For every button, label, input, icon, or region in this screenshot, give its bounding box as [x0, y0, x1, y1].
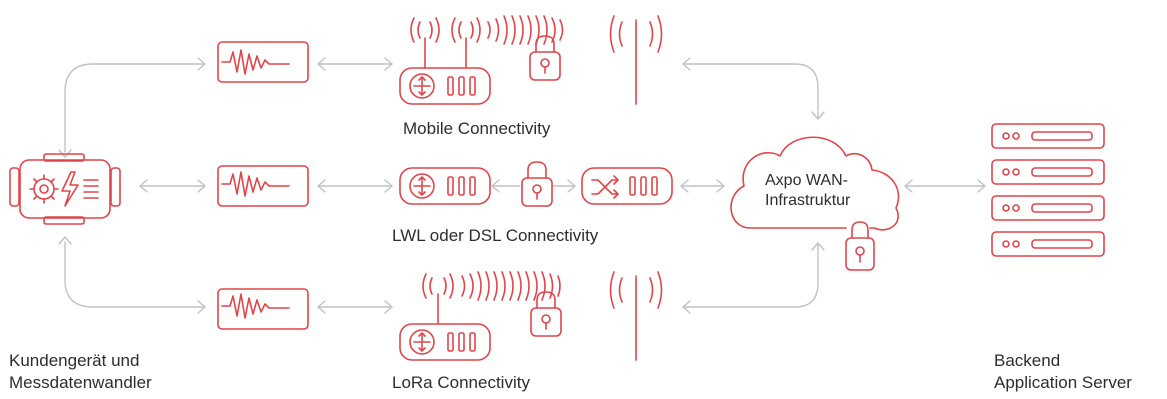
- padlock-icon: [530, 291, 562, 337]
- cloud-label-line1: Axpo WAN-: [765, 172, 848, 189]
- padlock-icon: [529, 35, 561, 81]
- server-rack-icon: [991, 123, 1105, 257]
- connector-lines: [58, 57, 986, 314]
- radio-waves-icon: [410, 15, 663, 53]
- radio-waves-icon: [422, 271, 663, 309]
- lora-connectivity-label: LoRa Connectivity: [392, 373, 530, 392]
- signal-converter-icon: [217, 288, 309, 330]
- smart-meter-icon: [9, 153, 121, 225]
- router-icon: [399, 293, 491, 361]
- lwl-connectivity-label: LWL oder DSL Connectivity: [392, 226, 599, 245]
- backend-label-line1: Backend: [994, 351, 1061, 370]
- device-label-line1: Kundengerät und: [9, 351, 140, 370]
- backend-label-line2: Application Server: [994, 373, 1132, 392]
- padlock-icon: [845, 221, 875, 271]
- router-icon: [399, 167, 491, 205]
- mobile-connectivity-label: Mobile Connectivity: [403, 119, 551, 138]
- signal-converter-icon: [217, 165, 309, 207]
- cloud-icon: [730, 136, 900, 231]
- router-icon: [399, 37, 491, 105]
- padlock-icon: [521, 161, 553, 207]
- device-label-line2: Messdatenwandler: [9, 373, 152, 392]
- signal-converter-icon: [217, 41, 309, 83]
- network-switch-icon: [581, 167, 673, 205]
- cloud-label-line2: Infrastruktur: [765, 192, 851, 209]
